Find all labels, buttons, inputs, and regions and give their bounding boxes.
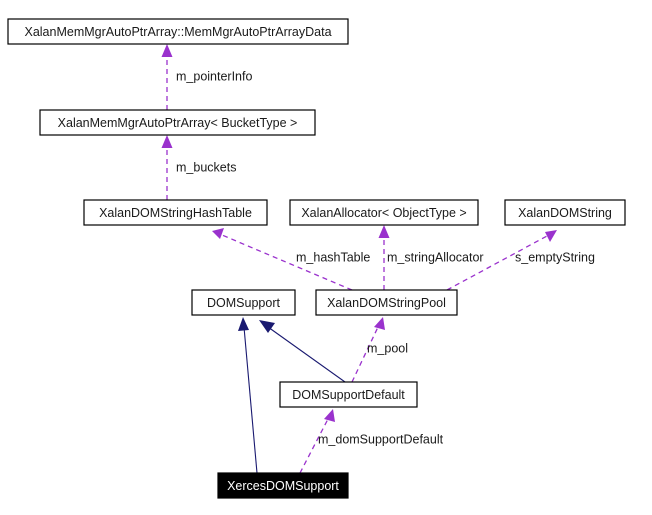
edge-label-m-pointer-info: m_pointerInfo xyxy=(176,69,252,83)
edge-m-dom-support-default: m_domSupportDefault xyxy=(299,409,444,474)
edge-inherit-dom-support-default xyxy=(259,320,346,383)
edge-m-pool: m_pool xyxy=(351,317,408,383)
node-xerces-dom-support[interactable]: XercesDOMSupport xyxy=(217,472,349,499)
edge-m-buckets: m_buckets xyxy=(161,135,236,200)
edge-m-hash-table: m_hashTable xyxy=(212,228,370,291)
edge-m-string-allocator: m_stringAllocator xyxy=(378,225,484,290)
node-dom-support[interactable]: DOMSupport xyxy=(191,289,296,316)
node-xalan-dom-string-pool[interactable]: XalanDOMStringPool xyxy=(315,289,458,316)
edge-label-m-pool: m_pool xyxy=(367,341,408,355)
node-label-mem-mgr-auto-ptr-array-bucket-type: XalanMemMgrAutoPtrArray< BucketType > xyxy=(58,116,298,130)
node-label-xalan-dom-string-pool: XalanDOMStringPool xyxy=(327,296,446,310)
node-label-dom-support-default: DOMSupportDefault xyxy=(292,388,405,402)
node-dom-support-default[interactable]: DOMSupportDefault xyxy=(279,381,418,408)
node-mem-mgr-array-data[interactable]: XalanMemMgrAutoPtrArray::MemMgrAutoPtrAr… xyxy=(7,18,349,45)
node-label-xerces-dom-support: XercesDOMSupport xyxy=(227,479,339,493)
edge-s-empty-string: s_emptyString xyxy=(446,230,595,291)
node-label-mem-mgr-array-data: XalanMemMgrAutoPtrArray::MemMgrAutoPtrAr… xyxy=(24,25,331,39)
node-label-dom-support: DOMSupport xyxy=(207,296,280,310)
node-xalan-dom-string[interactable]: XalanDOMString xyxy=(504,199,626,226)
node-label-xalan-allocator-object-type: XalanAllocator< ObjectType > xyxy=(301,206,466,220)
edge-label-s-empty-string: s_emptyString xyxy=(515,250,595,264)
node-mem-mgr-auto-ptr-array-bucket-type[interactable]: XalanMemMgrAutoPtrArray< BucketType > xyxy=(39,109,316,136)
node-xalan-dom-string-hash-table[interactable]: XalanDOMStringHashTable xyxy=(83,199,268,226)
node-label-xalan-dom-string: XalanDOMString xyxy=(518,206,612,220)
edge-m-pointer-info: m_pointerInfo xyxy=(161,44,252,110)
edge-label-m-string-allocator: m_stringAllocator xyxy=(387,250,484,264)
edge-inherit-xerces-dom-support xyxy=(238,317,258,474)
edge-label-m-buckets: m_buckets xyxy=(176,160,236,174)
node-xalan-allocator-object-type[interactable]: XalanAllocator< ObjectType > xyxy=(289,199,479,226)
edge-label-m-hash-table: m_hashTable xyxy=(296,250,370,264)
edge-label-m-dom-support-default: m_domSupportDefault xyxy=(318,432,444,446)
node-label-xalan-dom-string-hash-table: XalanDOMStringHashTable xyxy=(99,206,252,220)
